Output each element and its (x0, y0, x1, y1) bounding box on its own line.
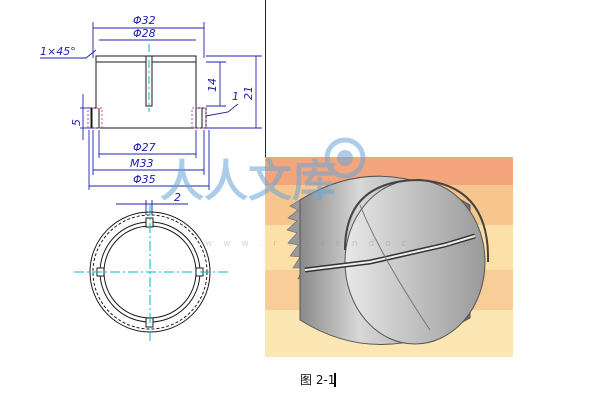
dim-d35: Φ35 (133, 173, 156, 186)
dim-m33: M33 (130, 157, 154, 170)
column-divider (265, 0, 266, 157)
dimension-labels: Φ32 Φ28 1×45° 14 21 1 5 Φ27 M33 Φ35 2 (40, 14, 255, 204)
dim-chamfer: 1×45° (40, 45, 76, 58)
thread-hatch (87, 107, 207, 129)
watermark: 人人文库 w w w . r e n r e n d o c . c o m (160, 137, 476, 249)
dim-leader-1: 1 (232, 90, 239, 103)
section-view (87, 44, 207, 129)
dim-h21: 21 (242, 86, 255, 100)
dim-d28: Φ28 (133, 27, 156, 40)
dim-d32: Φ32 (133, 14, 156, 27)
dim-h14: 14 (206, 78, 219, 92)
centerlines (74, 205, 228, 342)
watermark-url: w w w . r e n r e n d o c . c o m (205, 239, 476, 249)
dim-h5: 5 (70, 119, 83, 126)
dim-d27: Φ27 (133, 141, 156, 154)
render-panel (265, 157, 513, 357)
watermark-text: 人人文库 (160, 156, 336, 207)
figure-caption: 图 2-1 (300, 373, 336, 387)
dimension-lines (40, 22, 262, 215)
dim-w2: 2 (174, 191, 181, 204)
text-cursor (334, 373, 336, 387)
